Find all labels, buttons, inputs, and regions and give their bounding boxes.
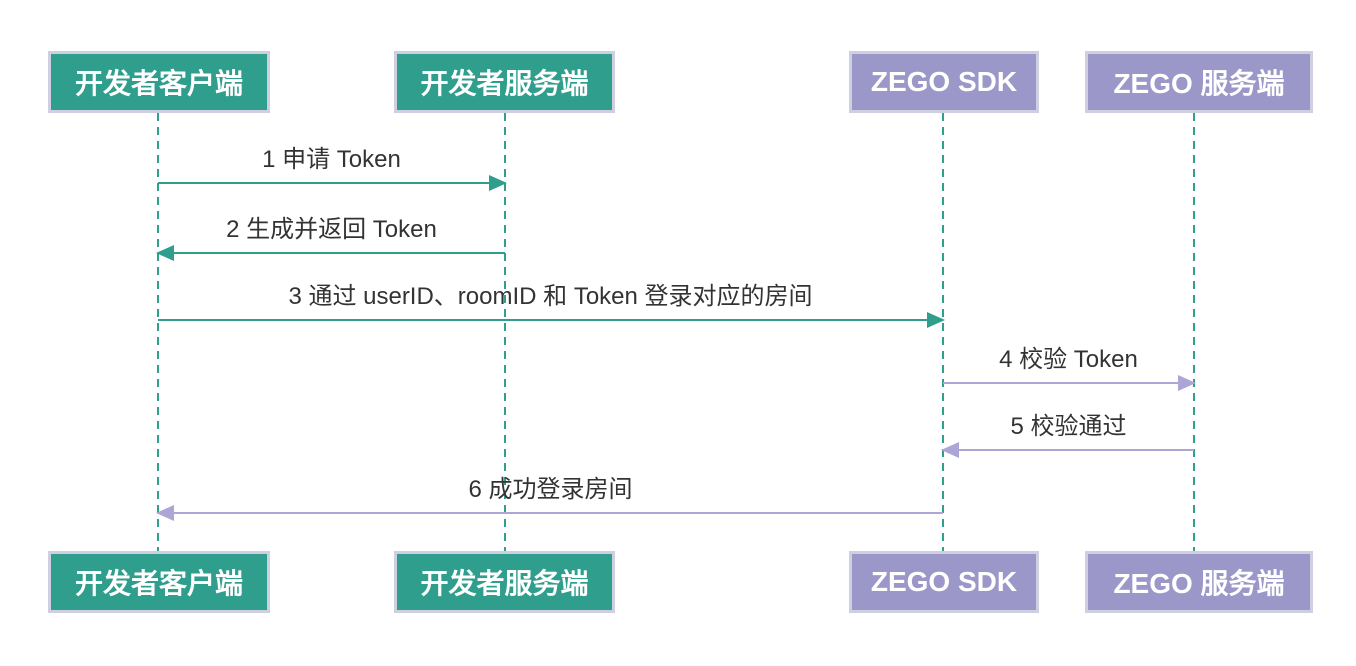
message-4-line: [943, 382, 1194, 384]
message-6-label: 6 成功登录房间: [468, 476, 633, 503]
message-1-request-token: 1 申请 Token: [158, 144, 507, 191]
arrow-left-icon: [941, 442, 959, 458]
actor-zego-server-top: ZEGO 服务端: [1085, 51, 1313, 113]
message-3-label: 3 通过 userID、roomID 和 Token 登录对应的房间: [288, 283, 813, 310]
message-4-label: 4 校验 Token: [999, 346, 1138, 373]
actor-zego-sdk-top: ZEGO SDK: [849, 51, 1039, 113]
message-6-login-success: 6 成功登录房间: [156, 474, 943, 521]
arrow-right-icon: [1178, 375, 1196, 391]
actor-dev-client-top: 开发者客户端: [48, 51, 270, 113]
message-2-label: 2 生成并返回 Token: [226, 216, 437, 243]
arrow-right-icon: [927, 312, 945, 328]
lifeline-dev-server: [504, 113, 506, 551]
message-3-line: [158, 319, 943, 321]
message-6-line: [158, 512, 943, 514]
actor-dev-server-top: 开发者服务端: [394, 51, 615, 113]
actor-dev-server-bottom: 开发者服务端: [394, 551, 615, 613]
lifeline-zego-sdk: [942, 113, 944, 551]
message-2-line: [158, 252, 505, 254]
lifeline-dev-client: [157, 113, 159, 551]
message-5-line: [943, 449, 1194, 451]
lifeline-zego-server: [1193, 113, 1195, 551]
message-4-verify-token: 4 校验 Token: [943, 344, 1196, 391]
message-5-verify-passed: 5 校验通过: [941, 411, 1194, 458]
arrow-left-icon: [156, 245, 174, 261]
message-3-login-room: 3 通过 userID、roomID 和 Token 登录对应的房间: [158, 281, 945, 328]
message-1-line: [158, 182, 505, 184]
message-1-label: 1 申请 Token: [262, 146, 401, 173]
arrow-right-icon: [489, 175, 507, 191]
actor-zego-server-bottom: ZEGO 服务端: [1085, 551, 1313, 613]
message-5-label: 5 校验通过: [1010, 413, 1127, 440]
arrow-left-icon: [156, 505, 174, 521]
actor-dev-client-bottom: 开发者客户端: [48, 551, 270, 613]
message-2-return-token: 2 生成并返回 Token: [156, 214, 505, 261]
actor-zego-sdk-bottom: ZEGO SDK: [849, 551, 1039, 613]
